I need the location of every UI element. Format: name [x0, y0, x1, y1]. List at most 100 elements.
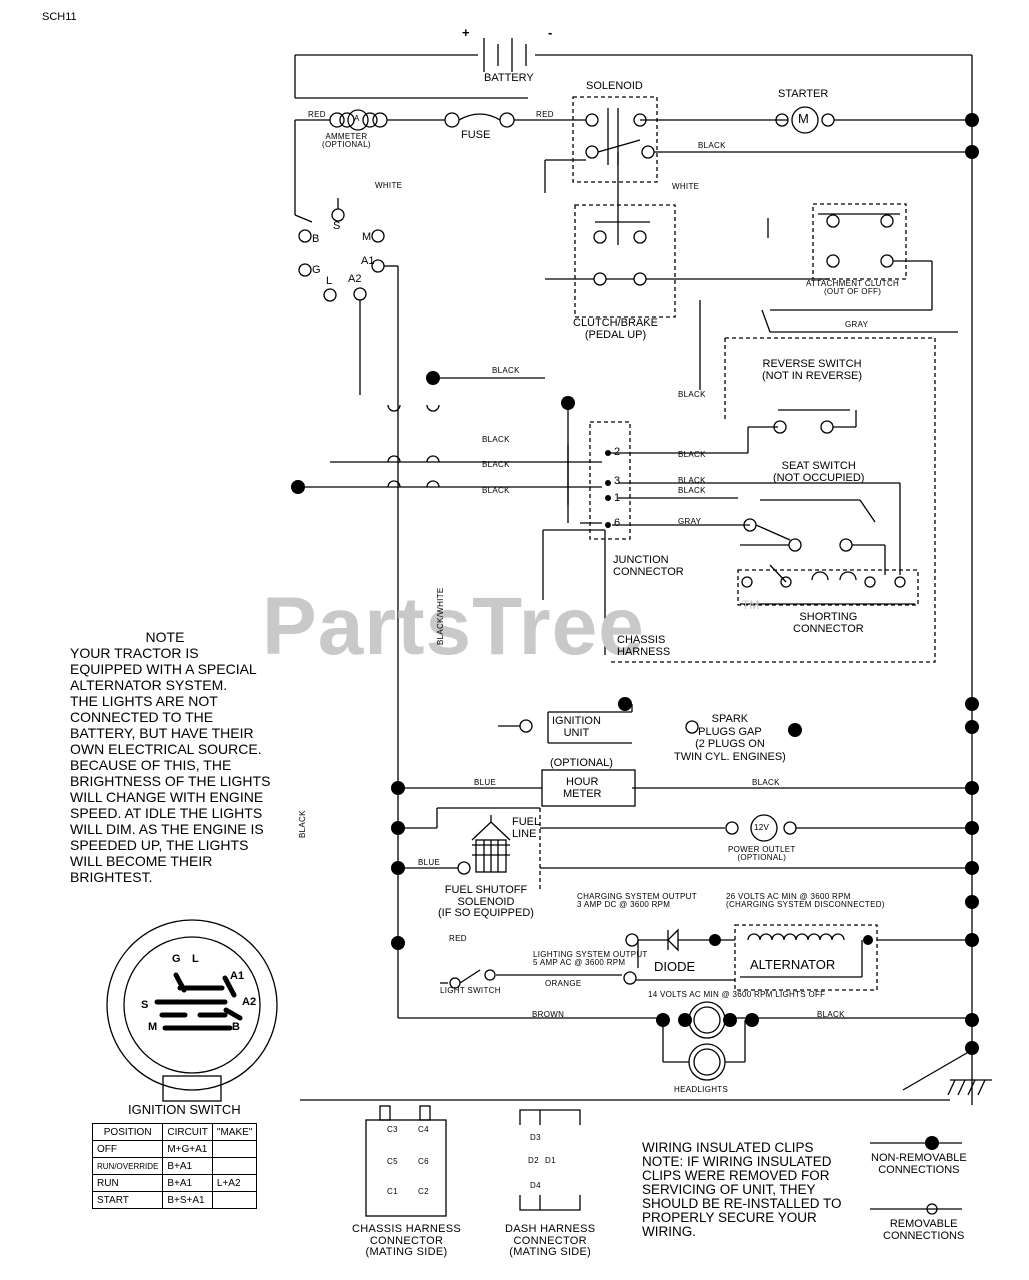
ign-terminal-s: S [333, 220, 341, 232]
clutch-brake-label: CLUTCH/BRAKE (PEDAL UP) [573, 317, 658, 341]
seat-switch-label: SEAT SWITCH (NOT OCCUPIED) [773, 460, 865, 484]
wire-label-gray-1: GRAY [845, 320, 869, 329]
clip-note: WIRING INSULATED CLIPS NOTE: IF WIRING I… [642, 1140, 842, 1239]
ign-terminal-l: L [326, 275, 333, 287]
switch-face-b: B [232, 1021, 240, 1033]
hour-meter-optional: (OPTIONAL) [550, 757, 613, 769]
wire-label-black-11: BLACK [817, 1010, 845, 1019]
dash-pin-d3: D3 [530, 1133, 541, 1142]
wire-label-blue-2: BLUE [418, 858, 441, 867]
wire-label-blue-1: BLUE [474, 778, 497, 787]
wire-label-black-vert: BLACK [298, 810, 307, 838]
fuel-shutoff-label: FUEL SHUTOFF SOLENOID (IF SO EQUIPPED) [438, 884, 534, 920]
fuel-line-label: FUEL LINE [512, 816, 541, 840]
wire-label-black-9: BLACK [678, 486, 706, 495]
power-outlet-label: POWER OUTLET (OPTIONAL) [728, 845, 796, 863]
switch-face-g: G [172, 953, 181, 965]
alternator-label: ALTERNATOR [750, 957, 836, 972]
switch-face-l: L [192, 953, 199, 965]
ign-terminal-a1: A1 [361, 255, 375, 267]
power-outlet-symbol: 12V [754, 823, 770, 832]
table-cell: B+S+A1 [162, 1191, 213, 1209]
wire-label-black-8: BLACK [678, 476, 706, 485]
battery-label: BATTERY [484, 72, 534, 84]
wire-label-red: RED [308, 110, 326, 119]
table-header: "MAKE" [211, 1123, 258, 1141]
chassis-pin-c5: C5 [387, 1157, 398, 1166]
dash-pin-d4: D4 [530, 1181, 541, 1190]
charging-output-label: CHARGING SYSTEM OUTPUT 3 AMP DC @ 3600 R… [577, 892, 697, 910]
junction-connector-label: JUNCTION CONNECTOR [613, 554, 684, 578]
legend-non-removable: NON-REMOVABLE CONNECTIONS [871, 1152, 967, 1176]
dash-pin-d2: D2 [528, 1156, 539, 1165]
ammeter-symbol: A [354, 114, 360, 123]
table-cell: RUN/OVERRIDE [91, 1157, 164, 1175]
reverse-switch-label: REVERSE SWITCH (NOT IN REVERSE) [762, 358, 863, 382]
shorting-connector-label: SHORTING CONNECTOR [793, 611, 864, 635]
switch-face-a2: A2 [242, 996, 257, 1008]
ign-terminal-b: B [312, 233, 320, 245]
chassis-connector-label: CHASSIS HARNESS CONNECTOR (MATING SIDE) [352, 1223, 462, 1259]
wire-label-black-7: BLACK [678, 450, 706, 459]
wire-label-black-white: BLACK/WHITE [436, 587, 445, 645]
junction-pin-3: 3 [614, 475, 621, 487]
starter-label: STARTER [778, 88, 829, 100]
table-cell: B+A1 [162, 1157, 213, 1175]
ignition-switch-table: POSITION CIRCUIT "MAKE" OFF M+G+A1 RUN/O… [91, 1123, 258, 1209]
dash-pin-d1: D1 [545, 1156, 556, 1165]
switch-face-s: S [141, 999, 149, 1011]
ign-terminal-m: M [362, 231, 372, 243]
note-title: NOTE [145, 629, 185, 645]
battery-minus: - [548, 25, 553, 40]
lights-off-label: 14 VOLTS AC MIN @ 3600 RPM LIGHTS OFF [648, 990, 826, 999]
table-cell [211, 1191, 258, 1209]
battery-plus: + [462, 25, 470, 40]
solenoid-label: SOLENOID [586, 80, 643, 92]
wire-label-black-4: BLACK [482, 435, 510, 444]
chassis-pin-c1: C1 [387, 1187, 398, 1196]
table-cell: START [91, 1191, 164, 1209]
spark-plugs-label: SPARK PLUGS GAP (2 PLUGS ON TWIN CYL. EN… [674, 713, 786, 763]
table-row: RUN/OVERRIDE B+A1 [91, 1157, 258, 1175]
junction-pin-6: 6 [614, 517, 621, 529]
wire-label-black-2: BLACK [678, 390, 706, 399]
wire-label-brown: BROWN [532, 1010, 565, 1019]
wire-label-black-1: BLACK [698, 141, 726, 150]
wire-label-red-3: RED [449, 934, 467, 943]
watermark: PartsTree [262, 581, 645, 672]
ign-terminal-a2: A2 [348, 273, 362, 285]
headlights-label: HEADLIGHTS [674, 1085, 729, 1094]
wire-label-black-10: BLACK [752, 778, 780, 787]
junction-pin-2: 2 [614, 446, 621, 458]
attachment-clutch-label: ATTACHMENT CLUTCH (OUT OF OFF) [806, 279, 900, 297]
chassis-pin-c2: C2 [418, 1187, 429, 1196]
table-header-row: POSITION CIRCUIT "MAKE" [91, 1123, 258, 1141]
table-row: START B+S+A1 [91, 1191, 258, 1209]
table-cell [211, 1157, 258, 1175]
wire-label-black-6: BLACK [482, 486, 510, 495]
wire-label-red-2: RED [536, 110, 554, 119]
hour-meter-label: HOUR METER [563, 776, 602, 800]
legend-removable: REMOVABLE CONNECTIONS [883, 1218, 965, 1242]
table-cell: L+A2 [211, 1174, 258, 1192]
dash-connector-label: DASH HARNESS CONNECTOR (MATING SIDE) [505, 1223, 596, 1259]
note-block: NOTE YOUR TRACTOR IS EQUIPPED WITH A SPE… [70, 629, 300, 885]
ign-terminal-g: G [312, 264, 321, 276]
table-header: CIRCUIT [162, 1123, 213, 1141]
wire-label-black-5: BLACK [482, 460, 510, 469]
wire-label-black-3: BLACK [492, 366, 520, 375]
ammeter-label: AMMETER (OPTIONAL) [322, 132, 371, 150]
ac-volts-label: 26 VOLTS AC MIN @ 3600 RPM (CHARGING SYS… [726, 892, 885, 910]
table-cell: M+G+A1 [162, 1140, 213, 1158]
chassis-harness-label: CHASSIS HARNESS [617, 634, 671, 658]
chassis-pin-c6: C6 [418, 1157, 429, 1166]
fuse-label: FUSE [461, 129, 491, 141]
table-cell: B+A1 [162, 1174, 213, 1192]
wire-label-gray-2: GRAY [678, 517, 702, 526]
note-text: YOUR TRACTOR IS EQUIPPED WITH A SPECIAL … [70, 645, 271, 885]
starter-symbol: M [798, 111, 809, 126]
table-header: POSITION [91, 1123, 164, 1141]
light-switch-label: LIGHT SWITCH [440, 986, 501, 995]
diode-label: DIODE [654, 959, 696, 974]
